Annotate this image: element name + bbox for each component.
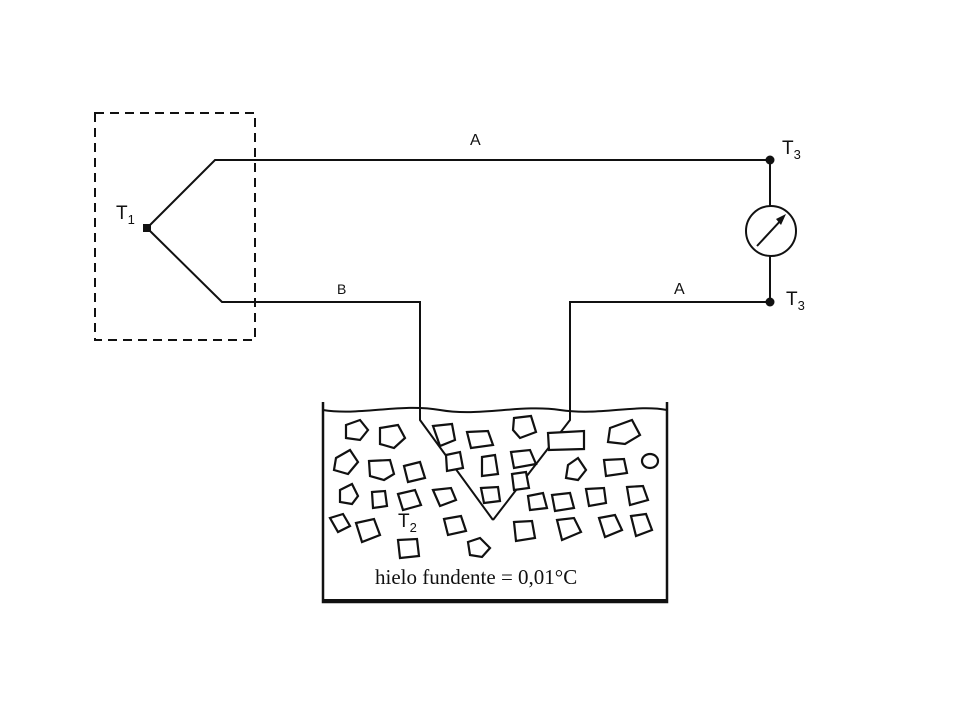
ice-bath-caption: hielo fundente = 0,01°C	[375, 565, 577, 589]
wire-a-top-label: A	[470, 132, 481, 149]
t3-bottom-label-sub: 3	[798, 298, 805, 313]
t3-bottom-junction	[765, 297, 775, 307]
t1-enclosure	[94, 112, 256, 341]
t3-bottom-label: T3	[786, 289, 805, 313]
t1-label: T1	[116, 203, 135, 227]
wire-a-top	[146, 159, 770, 229]
t3-top-label: T3	[782, 138, 801, 162]
t2-label-letter: T	[398, 511, 410, 532]
ice-cubes	[328, 414, 660, 560]
wire-b	[146, 227, 494, 521]
water-surface	[322, 406, 668, 414]
t2-label-sub: 2	[410, 520, 417, 535]
wire-a-right-label: A	[674, 281, 685, 298]
t1-junction	[143, 224, 151, 232]
t1-label-sub: 1	[128, 212, 135, 227]
t2-label: T2	[398, 511, 417, 535]
galvanometer-icon	[745, 205, 797, 257]
t3-top-junction	[765, 155, 775, 165]
wire-b-label: B	[337, 281, 346, 297]
t3-top-label-sub: 3	[794, 147, 801, 162]
t3-top-label-letter: T	[782, 138, 794, 159]
t3-bottom-label-letter: T	[786, 289, 798, 310]
t1-label-letter: T	[116, 203, 128, 224]
wire-a-right	[492, 301, 770, 521]
